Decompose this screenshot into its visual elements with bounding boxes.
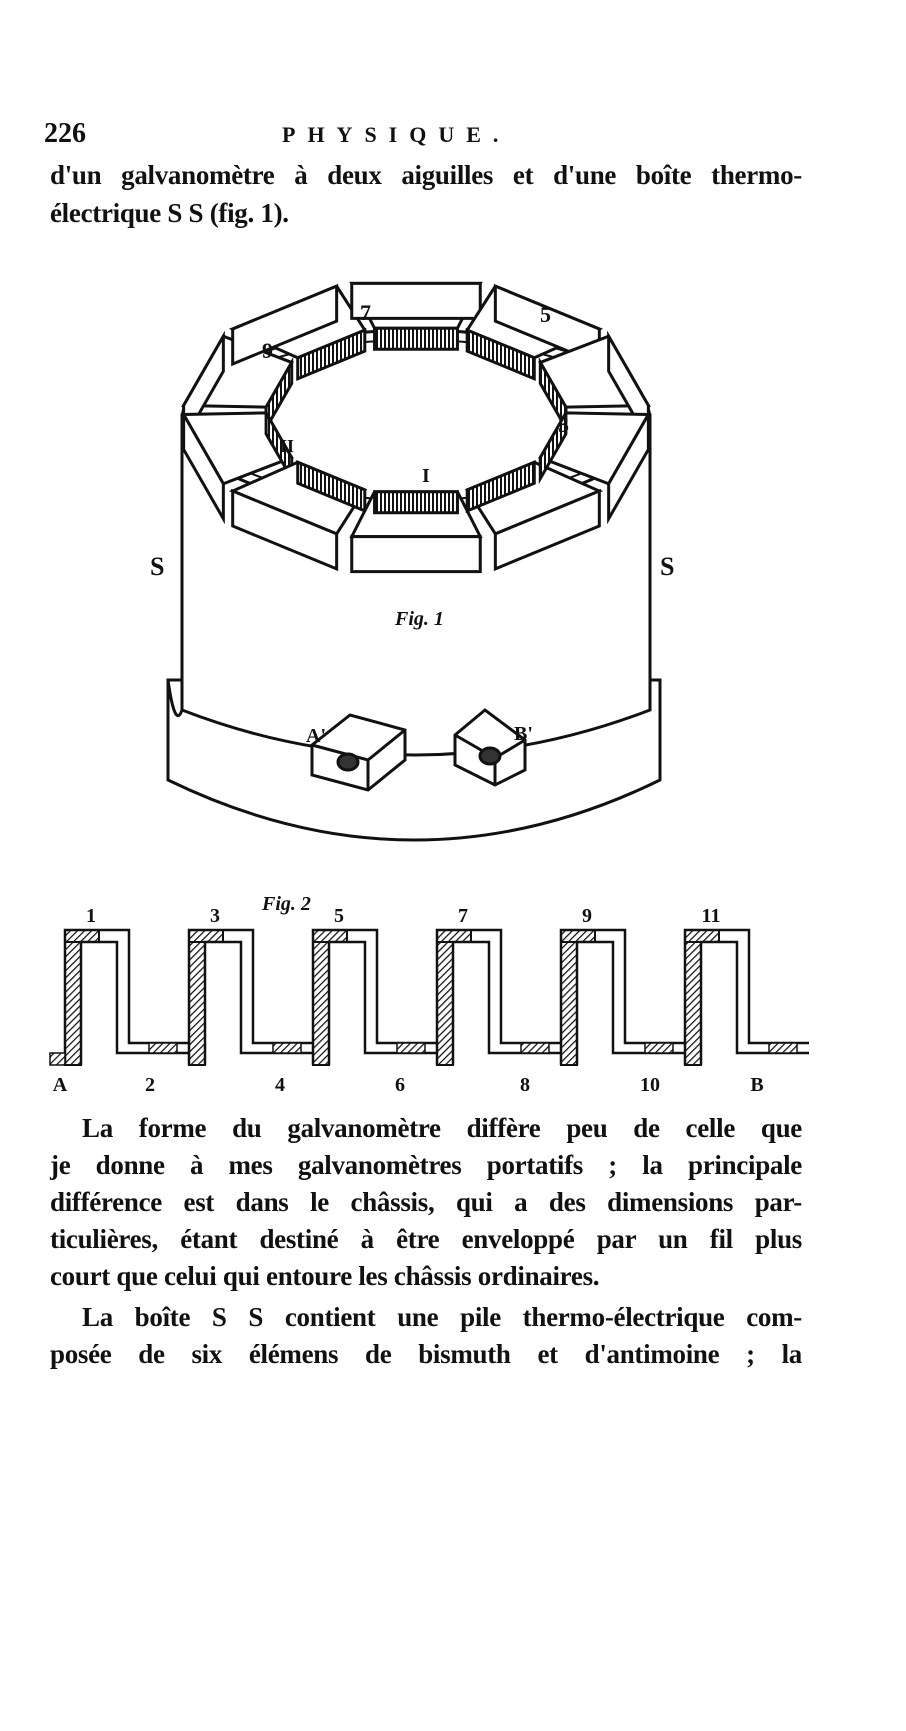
thermo-element-block — [538, 407, 651, 525]
thermocouple-element — [63, 928, 189, 1066]
thermocouple-element — [559, 928, 685, 1066]
side-label: S — [150, 552, 164, 581]
thermo-element-block — [349, 281, 483, 351]
figure-caption: Fig. 1 — [394, 608, 444, 630]
paragraph-line: La forme du galvanomètre diffère peu de … — [82, 1113, 802, 1143]
thermo-element-block — [464, 460, 604, 572]
top-label: 3 — [210, 905, 220, 927]
paragraph-line: ticulières, étant destiné à être envelop… — [50, 1224, 802, 1254]
bottom-label: 8 — [520, 1074, 530, 1096]
terminal-b — [453, 708, 527, 787]
bottom-label: 10 — [640, 1074, 660, 1096]
thermo-element-block — [538, 330, 651, 447]
bottom-label: 6 — [395, 1074, 405, 1096]
thermo-element-block — [349, 490, 483, 574]
terminal-label: A' — [306, 725, 326, 747]
thermocouple-element — [187, 928, 313, 1066]
intro-line: électrique S S (fig. 1). — [50, 198, 289, 228]
block-label: I — [422, 465, 430, 487]
terminal-label: B' — [514, 723, 533, 745]
thermocouple-element — [435, 928, 561, 1066]
side-label: S — [660, 552, 674, 581]
thermo-element-block — [181, 407, 294, 525]
block-label: 3 — [558, 412, 569, 437]
terminal-a — [310, 713, 407, 792]
paragraph-line: court que celui qui entoure les châssis … — [50, 1261, 600, 1291]
paragraph-line: posée de six élémens de bismuth et d'ant… — [50, 1339, 802, 1369]
figure-2-thermopile-diagram: Fig. 2 1 3 5 7 9 11A 2 4 6 8 10 B — [49, 893, 809, 1096]
paragraph-line: je donne à mes galvanomètres portatifs ;… — [50, 1150, 802, 1180]
block-label: 9 — [262, 338, 273, 363]
page-number: 226 — [44, 118, 86, 149]
block-label: II — [280, 436, 294, 456]
top-label: 1 — [86, 905, 96, 927]
intro-line: d'un galvanomètre à deux aiguilles et d'… — [50, 160, 802, 190]
figure-1-thermoelectric-box: S S Fig. 1 7 5 3 I II 9 A' B' — [150, 281, 674, 842]
thermo-element-block — [228, 283, 368, 381]
top-label: 9 — [582, 905, 592, 927]
bottom-label: 4 — [275, 1074, 285, 1096]
thermocouple-element — [311, 928, 437, 1066]
bottom-label: A — [53, 1074, 68, 1096]
block-label: 5 — [540, 302, 551, 327]
running-head: PHYSIQUE. — [282, 122, 511, 147]
figure-caption: Fig. 2 — [261, 893, 311, 915]
paragraph-line: La boîte S S contient une pile thermo-él… — [82, 1302, 802, 1332]
top-label: 7 — [458, 905, 468, 927]
block-label: 7 — [360, 300, 371, 325]
thermocouple-element — [683, 928, 809, 1066]
bottom-label: 2 — [145, 1074, 155, 1096]
thermo-element-block — [228, 460, 368, 572]
top-label: 5 — [334, 905, 344, 927]
bottom-label: B — [750, 1074, 763, 1096]
top-label: 11 — [702, 905, 721, 927]
paragraph-line: différence est dans le châssis, qui a de… — [50, 1187, 802, 1217]
